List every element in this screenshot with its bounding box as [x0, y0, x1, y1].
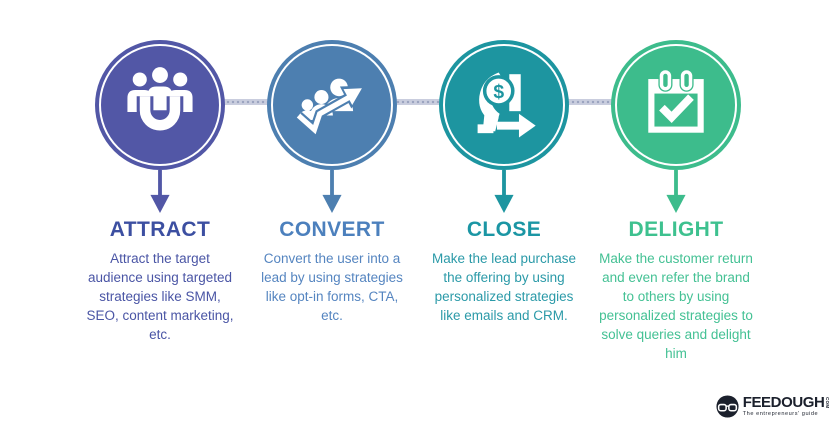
attract-circle: [95, 40, 225, 170]
stage-close: $ CLOSE Make the lead purchase the offer…: [409, 0, 599, 325]
logo-brand-text: FEEDOUGH: [742, 394, 825, 412]
stage-description: Make the lead purchase the offering by u…: [431, 251, 577, 323]
delight-circle: [611, 40, 741, 170]
calendar-check-icon: [648, 68, 704, 133]
svg-text:$: $: [493, 81, 504, 103]
down-arrow-icon: [150, 170, 170, 214]
stage-title: CONVERT: [279, 218, 385, 241]
stage-title: CLOSE: [466, 218, 542, 241]
hand-dollar-purchase-icon: $: [477, 72, 536, 138]
audience-growth-arrow-icon: [295, 78, 366, 139]
connector-line: [158, 99, 678, 105]
stage-convert: CONVERT Convert the user into a lead by …: [237, 0, 427, 325]
stage-description: Make the customer return and even refer …: [599, 251, 753, 361]
logo-text: FEEDOUGH COM The entrepreneurs' guide: [742, 394, 830, 417]
stage-delight: DELIGHT Make the customer return and eve…: [581, 0, 771, 363]
convert-circle: [267, 40, 397, 170]
stage-title: DELIGHT: [628, 218, 724, 241]
stage-description: Convert the user into a lead by using st…: [261, 251, 403, 323]
logo-tagline-text: The entrepreneurs' guide: [742, 410, 819, 417]
stage-title: ATTRACT: [109, 218, 211, 241]
nerd-face-icon: [716, 395, 739, 418]
magnet-audience-icon: [127, 67, 193, 134]
logo-suffix-text: COM: [825, 396, 830, 409]
stage-description: Attract the target audience using target…: [86, 251, 234, 342]
down-arrow-icon: [666, 170, 686, 214]
close-circle: $: [439, 40, 569, 170]
down-arrow-icon: [322, 170, 342, 214]
stage-attract: ATTRACT Attract the target audience usin…: [65, 0, 255, 344]
feedough-logo: FEEDOUGH COM The entrepreneurs' guide: [715, 394, 830, 419]
down-arrow-icon: [494, 170, 514, 214]
